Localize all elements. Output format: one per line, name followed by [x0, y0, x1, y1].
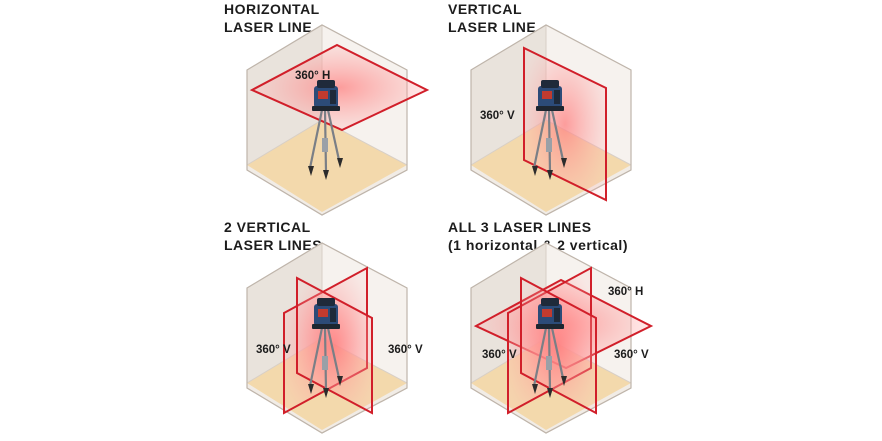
label-360-v-left: 360° V [482, 349, 517, 361]
title-line-2: LASER LINE [448, 19, 537, 35]
horizontal-laser-plane [249, 43, 430, 132]
panel-title: 2 VERTICAL LASER LINES [224, 218, 322, 254]
room-illustration [246, 24, 430, 216]
title-line-1: HORIZONTAL [224, 1, 320, 17]
label-360-h: 360° H [608, 286, 644, 298]
title-line-2: LASER LINE [224, 19, 313, 35]
panel-horizontal-laser-line: HORIZONTAL LASER LINE 360° H [222, 0, 432, 220]
panel-title: VERTICAL LASER LINE [448, 0, 536, 36]
room-illustration [470, 242, 654, 434]
title-line-2: LASER LINES [224, 237, 323, 253]
panel-title: HORIZONTAL LASER LINE [224, 0, 320, 36]
label-360-v: 360° V [480, 110, 515, 122]
panel-title: ALL 3 LASER LINES (1 horizontal & 2 vert… [448, 218, 628, 254]
panel-2-vertical-laser-lines: 2 VERTICAL LASER LINES 360° V 360° V [222, 218, 432, 438]
label-360-v-right: 360° V [388, 344, 423, 356]
title-line-2: (1 horizontal & 2 vertical) [448, 237, 628, 253]
room-illustration [470, 24, 632, 216]
label-360-v-left: 360° V [256, 344, 291, 356]
panel-all-3-laser-lines: ALL 3 LASER LINES (1 horizontal & 2 vert… [446, 218, 656, 438]
title-line-1: ALL 3 LASER LINES [448, 219, 592, 235]
label-360-h: 360° H [295, 70, 331, 82]
title-line-1: 2 VERTICAL [224, 219, 311, 235]
title-line-1: VERTICAL [448, 1, 522, 17]
room-illustration [246, 242, 408, 434]
panel-vertical-laser-line: VERTICAL LASER LINE 360° V [446, 0, 656, 220]
label-360-v-right: 360° V [614, 349, 649, 361]
